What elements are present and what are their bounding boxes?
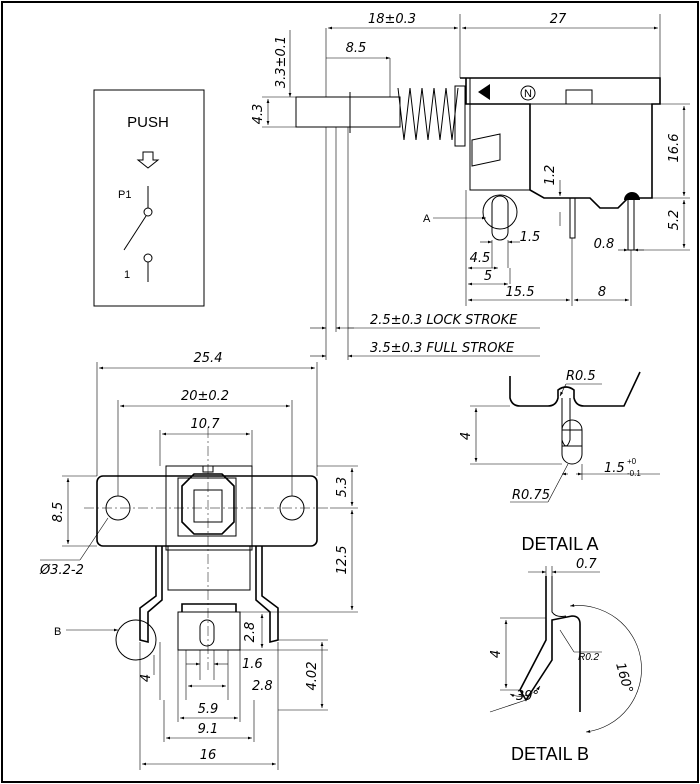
svg-text:8.5: 8.5 — [346, 41, 367, 56]
detail-a: R0.5 4 1.5 +0 -0.1 R0.75 DETAIL A — [459, 369, 660, 554]
leg-left — [139, 546, 163, 644]
detail-a-profile — [509, 371, 641, 407]
svg-text:27: 27 — [550, 12, 567, 27]
svg-text:1.5: 1.5 — [520, 230, 541, 245]
lock-stroke-label: 2.5±0.3 LOCK STROKE — [370, 313, 518, 328]
svg-text:1.2: 1.2 — [543, 165, 558, 186]
svg-text:4: 4 — [489, 650, 504, 658]
svg-text:4: 4 — [139, 674, 154, 682]
push-label: PUSH — [127, 114, 169, 131]
logo-mark — [478, 84, 490, 100]
switch-blade — [123, 215, 147, 251]
svg-text:N: N — [524, 88, 532, 100]
svg-text:0.8: 0.8 — [594, 237, 615, 252]
svg-text:5: 5 — [484, 269, 492, 284]
n-mark — [520, 85, 536, 101]
mounting-flange — [96, 475, 318, 547]
detail-b-title: DETAIL B — [511, 744, 589, 764]
svg-text:9.1: 9.1 — [198, 722, 219, 737]
pin-right — [627, 197, 635, 251]
svg-text:16: 16 — [200, 748, 217, 763]
svg-text:R0.2: R0.2 — [578, 652, 600, 663]
pin-left — [569, 197, 576, 239]
detail-a-title: DETAIL A — [521, 534, 598, 554]
plunger-face — [181, 473, 235, 535]
detail-a-lug — [561, 419, 583, 465]
svg-text:12.5: 12.5 — [335, 546, 350, 575]
callout-a: A — [423, 213, 431, 225]
contact-top — [143, 207, 153, 217]
terminal-lug — [491, 195, 509, 241]
schematic-box — [93, 89, 205, 307]
callout-b: B — [54, 626, 61, 638]
svg-text:16.6: 16.6 — [667, 134, 682, 163]
pin-1-label: 1 — [124, 269, 130, 281]
spring — [397, 87, 459, 141]
detail-a-circle — [482, 194, 518, 230]
svg-text:39°: 39° — [516, 689, 539, 704]
svg-text:1.5: 1.5 — [604, 461, 625, 476]
svg-text:2.8: 2.8 — [243, 622, 258, 643]
front-view: B 25.4 20±0.2 10.7 8.5 Ø3.2-2 5.3 12.5 2… — [39, 351, 358, 770]
svg-text:20±0.2: 20±0.2 — [181, 389, 229, 404]
svg-text:18±0.3: 18±0.3 — [368, 12, 416, 27]
plunger — [295, 96, 351, 128]
leg-right — [255, 546, 279, 644]
full-stroke-label: 3.5±0.3 FULL STROKE — [370, 341, 515, 356]
terminal-slot — [199, 619, 215, 647]
pin-p1-label: P1 — [118, 189, 131, 201]
svg-text:3.3±0.1: 3.3±0.1 — [274, 36, 289, 88]
detail-b: 0.7 4 R0.2 160° 39° DETAIL B — [489, 557, 642, 764]
svg-text:10.7: 10.7 — [191, 417, 221, 432]
svg-text:+0: +0 — [627, 457, 637, 466]
svg-text:2.8: 2.8 — [252, 679, 273, 694]
svg-text:-0.1: -0.1 — [627, 469, 641, 478]
push-arrow-icon — [136, 151, 160, 169]
switch-schematic: PUSH P1 1 — [93, 89, 205, 307]
svg-text:1.6: 1.6 — [242, 657, 263, 672]
svg-text:25.4: 25.4 — [194, 351, 223, 366]
svg-text:4.3: 4.3 — [251, 104, 266, 125]
svg-text:R0.75: R0.75 — [512, 488, 550, 503]
svg-text:5.2: 5.2 — [667, 210, 682, 231]
svg-text:4.02: 4.02 — [305, 662, 320, 691]
svg-text:4: 4 — [459, 432, 474, 440]
svg-text:Ø3.2-2: Ø3.2-2 — [39, 563, 84, 578]
svg-text:4.5: 4.5 — [470, 251, 491, 266]
side-view: N A 18±0.3 27 8.5 3.3±0.1 4.3 16.6 — [251, 12, 690, 360]
svg-text:R0.5: R0.5 — [566, 369, 596, 384]
svg-text:5.3: 5.3 — [335, 477, 350, 498]
svg-text:8.5: 8.5 — [51, 502, 66, 523]
detail-b-circle — [115, 619, 157, 661]
contact-bottom — [143, 253, 153, 263]
svg-text:160°: 160° — [612, 661, 635, 695]
svg-text:5.9: 5.9 — [198, 702, 219, 717]
terminal-block — [177, 611, 241, 651]
svg-text:0.7: 0.7 — [576, 557, 597, 572]
svg-text:15.5: 15.5 — [506, 285, 535, 300]
svg-text:8: 8 — [598, 285, 606, 300]
